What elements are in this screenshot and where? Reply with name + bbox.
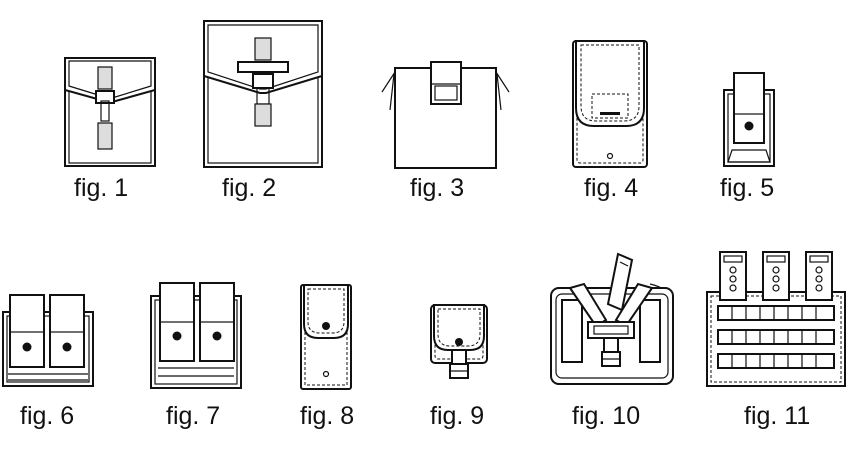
large-pouch-flap-buckle-icon [203,20,323,168]
caption-fig-8: fig. 8 [300,402,355,430]
figure-9 [428,302,490,384]
caption-fig-7: fig. 7 [166,402,221,430]
figure-1 [60,55,160,170]
caption-fig-6: fig. 6 [20,402,75,430]
caption-fig-9: fig. 9 [430,402,485,430]
caption-fig-10: fig. 10 [572,402,641,430]
tall-radio-pouch-icon [572,40,648,168]
figure-6 [0,292,96,392]
bottle-holster-icon [550,252,674,385]
figure-8 [298,282,354,392]
figure-2 [198,18,328,170]
figure-11 [704,248,848,390]
figure-10 [548,248,678,388]
caption-fig-1: fig. 1 [74,174,129,202]
figure-3 [378,60,513,172]
caption-fig-5: fig. 5 [720,174,775,202]
pouch-flap-buckle-icon [64,57,156,167]
figure-5 [718,70,780,170]
open-tray-pouch-icon [381,61,510,169]
caption-fig-4: fig. 4 [584,174,639,202]
double-mag-pouch-tall-icon [150,282,242,389]
figure-4 [570,38,650,170]
caption-fig-2: fig. 2 [222,174,277,202]
utility-pouch-icon [300,284,352,390]
double-mag-pouch-icon [2,294,94,387]
single-mag-pouch-icon [723,72,775,167]
small-pouch-buckle-icon [430,304,488,379]
caption-fig-11: fig. 11 [744,402,811,430]
caption-fig-3: fig. 3 [410,174,465,202]
molle-triple-mag-panel-icon [706,251,846,387]
figure-7 [148,280,244,392]
